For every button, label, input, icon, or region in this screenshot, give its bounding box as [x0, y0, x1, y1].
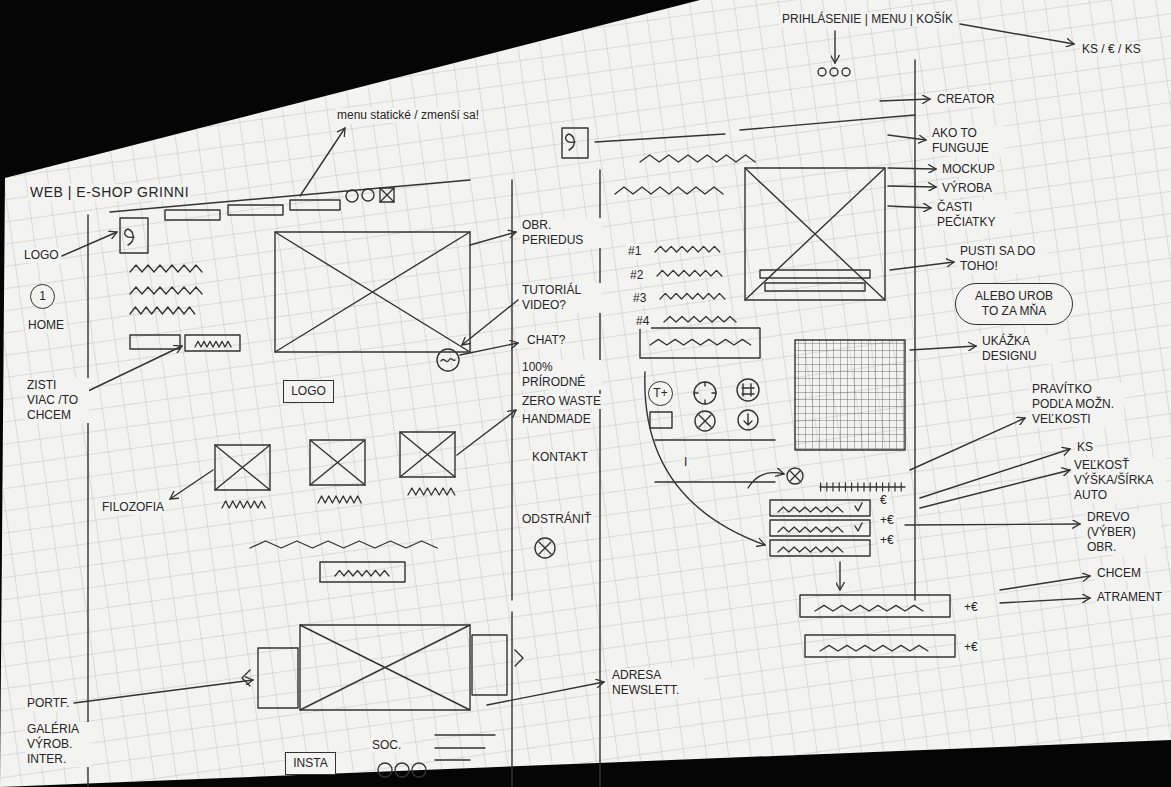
sketch-note: KS — [1075, 440, 1095, 455]
sketch-note: ZISTI VIAC /TO CHCEM — [25, 378, 89, 423]
sketch-note: ZERO WASTE — [520, 394, 603, 409]
sketch-note: HANDMADE — [520, 412, 593, 427]
sketch-note: CHCEM — [1095, 566, 1143, 581]
node-text: LOGO — [291, 384, 326, 399]
sketch-note: I — [682, 455, 689, 470]
wireframe-box: INSTA — [285, 752, 336, 775]
sketch-note: +€ — [962, 600, 980, 615]
sketch-note: AKO TO FUNGUJE — [930, 126, 1004, 156]
sketch-note: HOME — [26, 318, 66, 333]
sketch-note: #4 — [634, 314, 651, 329]
sketch-note: +€ — [962, 640, 980, 655]
sketch-note: DREVO (VÝBER) OBR. — [1085, 510, 1161, 555]
sketch-note: KONTAKT — [530, 450, 590, 465]
sketch-note: PORTF. — [25, 696, 71, 711]
sketch-note: GALÉRIA VÝROB. INTER. — [25, 722, 91, 767]
sketch-note: #2 — [628, 268, 645, 283]
sketch-note: LOGO — [22, 248, 61, 263]
sketch-note: #3 — [631, 291, 648, 306]
sketch-note: PUSTI SA DO TOHO! — [958, 244, 1047, 274]
sketch-note: PRAVÍTKO PODĽA MOŽN. VEĽKOSTI — [1030, 382, 1124, 427]
sketch-note: ATRAMENT — [1095, 590, 1164, 605]
node-text: INSTA — [293, 756, 328, 771]
sketch-note: #1 — [626, 244, 643, 259]
sketch-note: FILOZOFIA — [100, 500, 166, 515]
node-text: 1 — [31, 289, 54, 304]
sketch-note: SOC. — [370, 738, 403, 753]
wireframe-box: LOGO — [283, 380, 334, 403]
sketch-note: CHAT? — [525, 333, 567, 348]
call-to-action-oval: ALEBO UROB TO ZA MŇA — [955, 283, 1073, 325]
node-text: T+ — [649, 386, 672, 401]
sketch-note: € — [878, 493, 889, 508]
icon-circle: T+ — [648, 381, 673, 406]
page-title: WEB | E-SHOP GRINNI — [28, 184, 191, 201]
sketch-note: +€ — [878, 533, 896, 548]
node-text: ALEBO UROB TO ZA MŇA — [968, 289, 1060, 319]
sketch-note: CREATOR — [935, 92, 997, 107]
sketch-note: PRIHLÁSENIE | MENU | KOŠÍK — [780, 12, 955, 27]
sketch-note: ADRESA NEWSLETT. — [610, 668, 704, 698]
sketch-note: VÝROBA — [940, 181, 994, 196]
sketch-note: TUTORIÁL VIDEO? — [520, 283, 602, 313]
sketch-note: +€ — [878, 513, 896, 528]
sketch-note: UKÁŽKA DESIGNU — [980, 334, 1059, 364]
sketch-note: ODSTRÁNIŤ — [520, 512, 593, 527]
sketch-note: VEĽKOSŤ VÝŠKA/ŠÍRKA AUTO — [1072, 458, 1166, 503]
sketch-note: MOCKUP — [940, 162, 997, 177]
sketch-note: KS / € / KS — [1080, 42, 1143, 57]
sketch-note: 100% PRÍRODNÉ — [520, 360, 602, 390]
sketch-note: menu statické / zmenší sa! — [335, 108, 481, 123]
sketch-note: ČASTI PEČIATKY — [935, 200, 1014, 230]
sketch-note: OBR. PERIEDUS — [520, 218, 602, 248]
icon-circle: 1 — [30, 284, 55, 309]
